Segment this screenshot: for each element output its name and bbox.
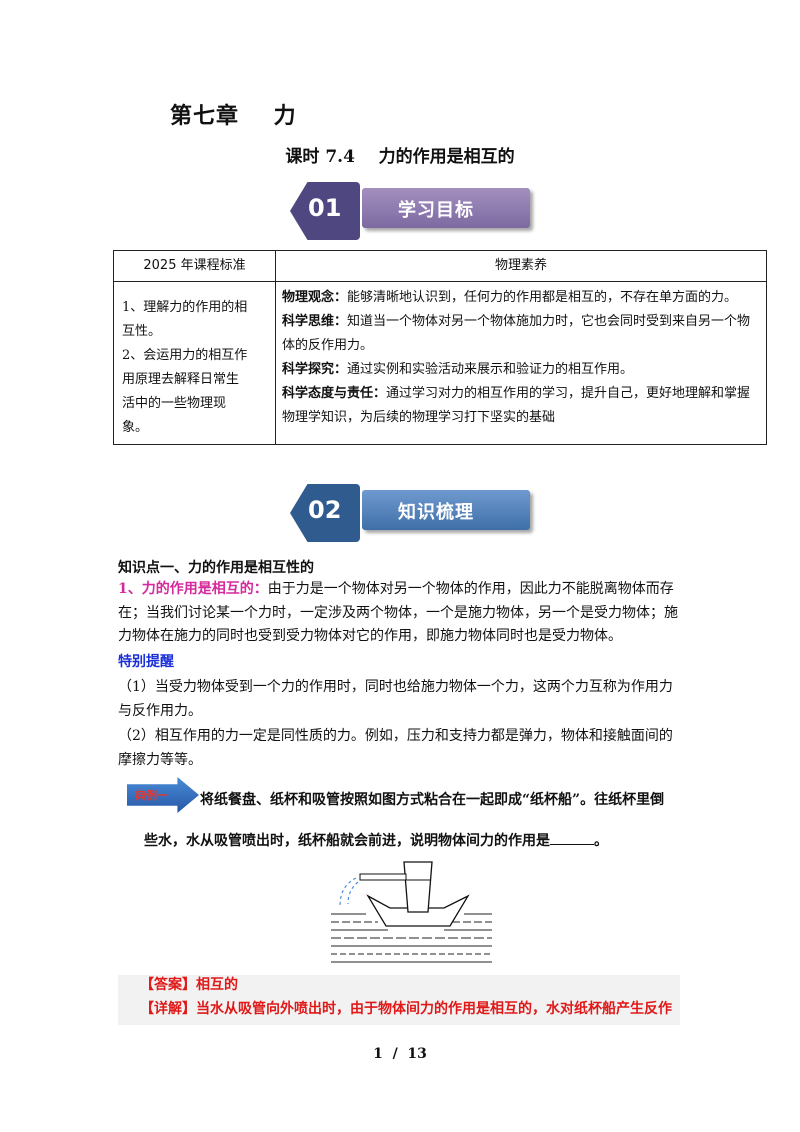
straw-shape [359,873,407,881]
example-question-line: 些水，水从吸管喷出时，纸杯船就会前进，说明物体间力的作用是 。 [144,830,608,850]
knowledge-label: 1、力的作用是相互的： [118,581,268,597]
question-end: 。 [594,833,608,849]
answer-background [118,975,680,1025]
lesson-title: 课时 7.4 力的作用是相互的 [285,147,515,167]
explanation-text: 当水从吸管向外喷出时，由于物体间力的作用是相互的，水对纸杯船产生反作 [196,1001,672,1017]
section-banner-objectives: 01 学习目标 [290,182,550,240]
section-title-bar: 知识梳理 [362,490,530,530]
standard-line: 互性。 [122,324,162,339]
literacy-text: 知道当一个物体对另一个物体施加力时，它也会同时受到来自另一个物体的反作用力。 [282,314,751,353]
standard-line: 1、理解力的作用的相 [122,300,248,315]
literacy-item: 物理观念：能够清晰地认识到，任何力的作用都是相互的，不存在单方面的力。 [282,286,760,310]
standard-line: 用原理去解释日常生 [122,372,240,387]
table-header-standard: 2025 年课程标准 [113,250,276,282]
literacy-text: 通过学习对力的相互作用的学习，提升自己，更好地理解和掌握物理学知识，为后续的物理… [282,386,751,425]
literacy-item: 科学态度与责任：通过学习对力的相互作用的学习，提升自己，更好地理解和掌握物理学知… [282,382,760,430]
standards-table: 2025 年课程标准 物理素养 1、理解力的作用的相 互性。 2、会运用力的相互… [113,250,767,445]
question-text: 些水，水从吸管喷出时，纸杯船就会前进，说明物体间力的作用是 [144,833,550,849]
table-header-literacy: 物理素养 [275,250,767,282]
literacy-text: 能够清晰地认识到，任何力的作用都是相互的，不存在单方面的力。 [347,290,738,305]
answer-label: 【答案】 [140,977,196,993]
literacy-cell: 物理观念：能够清晰地认识到，任何力的作用都是相互的，不存在单方面的力。 科学思维… [275,281,767,445]
example-tag-label: 典例一 [135,789,168,802]
answer-text: 相互的 [196,977,238,993]
literacy-label: 科学态度与责任： [282,386,387,401]
page-number: 1 / 13 [373,1046,427,1062]
standard-cell: 1、理解力的作用的相 互性。 2、会运用力的相互作 用原理去解释日常生 活中的一… [113,281,276,445]
standard-line: 2、会运用力的相互作 [122,348,248,363]
literacy-label: 物理观念： [282,290,348,305]
answer-line: 【答案】相互的 [140,974,238,994]
standard-line: 活中的一些物理现 [122,396,227,411]
example-question-line: 将纸餐盘、纸杯和吸管按照如图方式粘合在一起即成“纸杯船”。往纸杯里倒 [200,792,665,808]
chapter-title: 第七章 力 [170,103,297,129]
literacy-label: 科学思维： [282,314,348,329]
section-number: 02 [308,496,342,524]
section-number: 01 [308,194,342,222]
paper-cup-boat-figure [331,861,492,963]
literacy-text: 通过实例和实验活动来展示和验证力的相互作用。 [347,362,634,377]
tip-note: （2）相互作用的力一定是同性质的力。例如，压力和支持力都是弹力，物体和接触面间的… [118,728,673,768]
section-title-bar: 学习目标 [362,188,530,228]
cup-shape [403,861,433,913]
tip-title: 特别提醒 [118,654,174,670]
tip-note: （1）当受力物体受到一个力的作用时，同时也给施力物体一个力，这两个力互称为作用力… [118,679,673,719]
example-tag: 典例一 [127,777,199,813]
water-lines [331,913,492,963]
answer-blank [550,830,594,845]
water-spray [347,881,359,905]
literacy-item: 科学探究：通过实例和实验活动来展示和验证力的相互作用。 [282,358,760,382]
water-spray [339,877,357,907]
standard-line: 象。 [122,420,149,435]
knowledge-text: 由于力是一个物体对另一个物体的作用，因此力不能脱离物体而存在；当我们讨论某一个力… [118,581,678,645]
knowledge-point-title: 知识点一、力的作用是相互性的 [118,560,314,576]
explanation-line: 【详解】当水从吸管向外喷出时，由于物体间力的作用是相互的，水对纸杯船产生反作 [140,998,672,1018]
section-title: 学习目标 [398,200,474,221]
knowledge-paragraph: 1、力的作用是相互的：由于力是一个物体对另一个物体的作用，因此力不能脱离物体而存… [118,578,678,649]
section-title: 知识梳理 [398,502,474,523]
literacy-label: 科学探究： [282,362,348,377]
section-banner-knowledge: 02 知识梳理 [290,484,550,542]
explanation-label: 【详解】 [140,1001,196,1017]
literacy-item: 科学思维：知道当一个物体对另一个物体施加力时，它也会同时受到来自另一个物体的反作… [282,310,760,358]
